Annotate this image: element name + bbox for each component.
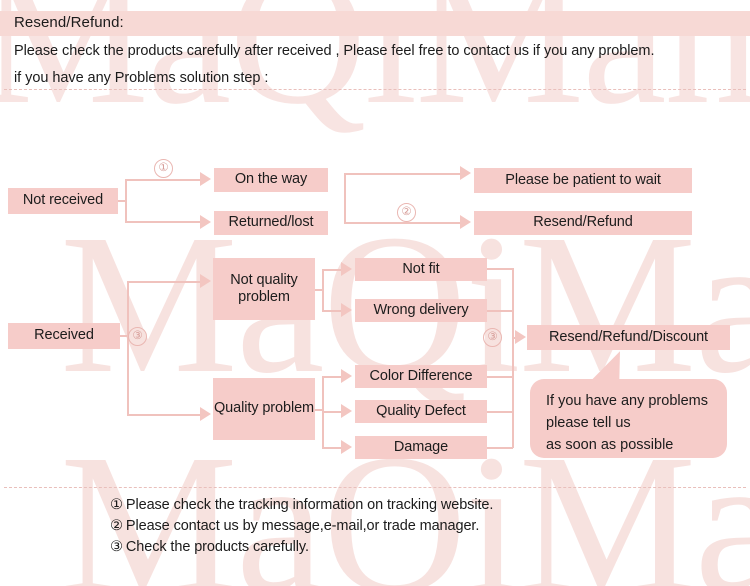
header-band	[0, 11, 750, 36]
header-line-2: if you have any Problems solution step :	[14, 70, 269, 86]
connector-line	[125, 179, 127, 222]
flow-box-please-be-patient: Please be patient to wait	[474, 168, 692, 193]
note-marker-1: ①	[110, 497, 123, 513]
flow-box-resend-refund-discount: Resend/Refund/Discount	[527, 325, 730, 350]
arrow-head-icon	[341, 262, 352, 276]
arrow-head-icon	[460, 215, 471, 229]
connector-line	[487, 310, 513, 312]
connector-line	[322, 310, 342, 312]
connector-line	[118, 200, 126, 202]
flow-box-quality-defect: Quality Defect	[355, 400, 487, 423]
note-marker-2: ②	[110, 518, 123, 534]
arrow-head-icon	[200, 274, 211, 288]
flow-box-not-fit: Not fit	[355, 258, 487, 281]
connector-line	[125, 179, 201, 181]
arrow-head-icon	[460, 166, 471, 180]
connector-line	[512, 337, 517, 339]
arrow-head-icon	[200, 407, 211, 421]
note-marker-3: ③	[110, 539, 123, 555]
flow-box-resend-refund: Resend/Refund	[474, 211, 692, 235]
connector-line	[487, 268, 513, 270]
flow-box-quality-problem: Quality problem	[213, 378, 315, 440]
arrow-head-icon	[200, 172, 211, 186]
arrow-head-icon	[341, 440, 352, 454]
connector-line	[127, 281, 201, 283]
callout-line-2: please tell us	[546, 414, 631, 431]
connector-line	[125, 221, 201, 223]
flow-box-damage: Damage	[355, 436, 487, 459]
arrow-head-icon	[341, 404, 352, 418]
connector-line	[322, 376, 342, 378]
flow-box-color-difference: Color Difference	[355, 365, 487, 388]
connector-line	[127, 281, 129, 415]
callout-line-1: If you have any problems	[546, 393, 709, 409]
flow-box-received: Received	[8, 323, 120, 349]
note-text-3: Check the products carefully.	[125, 539, 309, 555]
page-title: Resend/Refund:	[14, 14, 124, 31]
divider-bottom	[4, 487, 746, 488]
connector-line	[487, 376, 513, 378]
step-marker-1: ①	[154, 159, 173, 178]
callout-bubble: If you have any problems please tell us …	[530, 379, 727, 458]
connector-line	[127, 414, 201, 416]
arrow-head-icon	[200, 215, 211, 229]
connector-line	[315, 409, 323, 411]
step-marker-2: ②	[397, 203, 416, 222]
arrow-head-icon	[341, 369, 352, 383]
note-text-1: Please check the tracking information on…	[125, 497, 494, 513]
connector-line	[344, 173, 346, 223]
flow-box-on-the-way: On the way	[214, 168, 328, 192]
connector-line	[315, 289, 323, 291]
connector-line	[487, 447, 513, 449]
connector-line	[322, 269, 324, 311]
connector-line	[322, 411, 342, 413]
header-line-1: Please check the products carefully afte…	[14, 43, 655, 59]
connector-line	[344, 222, 461, 224]
note-text-2: Please contact us by message,e-mail,or t…	[125, 518, 480, 534]
step-marker-3-left: ③	[128, 327, 147, 346]
step-marker-3-right: ③	[483, 328, 502, 347]
divider-top	[4, 89, 746, 90]
connector-line	[120, 335, 128, 337]
flow-box-wrong-delivery: Wrong delivery	[355, 299, 487, 322]
callout-line-3: as soon as possible	[546, 436, 674, 453]
flow-box-not-received: Not received	[8, 188, 118, 214]
connector-line	[322, 269, 342, 271]
flow-box-not-quality-problem: Not quality problem	[213, 258, 315, 320]
connector-line	[512, 268, 514, 448]
connector-line	[487, 411, 513, 413]
arrow-head-icon	[515, 330, 526, 344]
flow-box-returned-lost: Returned/lost	[214, 211, 328, 235]
connector-line	[322, 447, 342, 449]
connector-line	[344, 173, 461, 175]
arrow-head-icon	[341, 303, 352, 317]
